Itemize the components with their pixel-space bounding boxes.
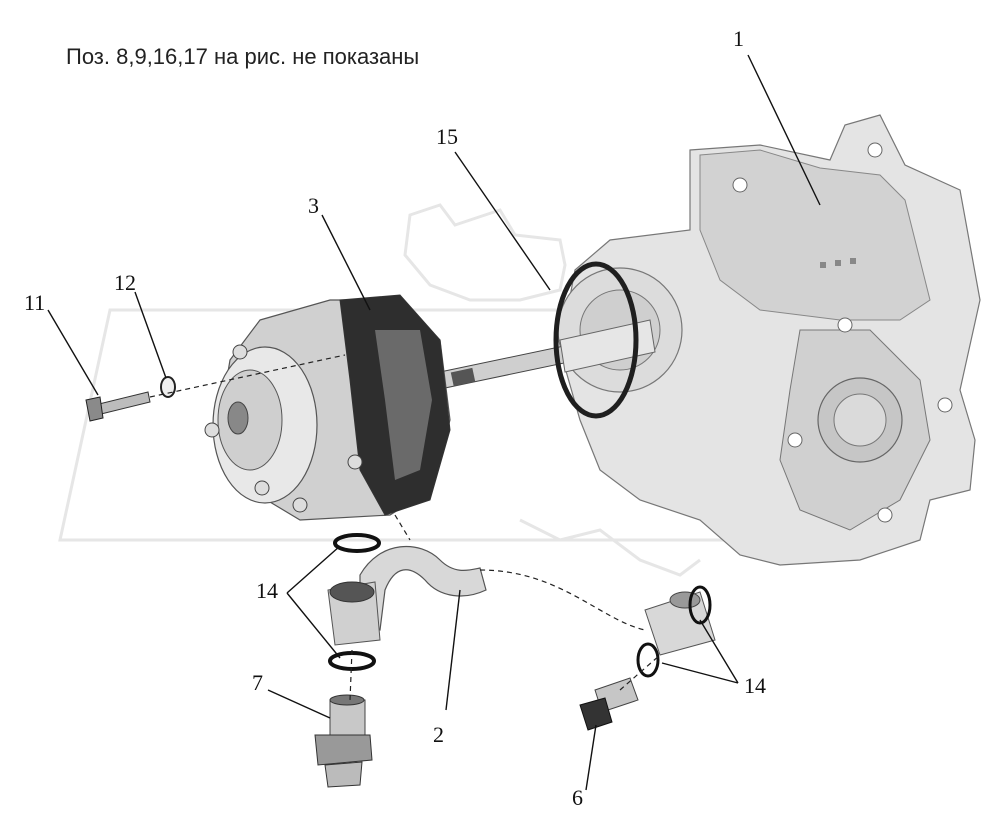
callout-3: 3	[308, 193, 319, 218]
callout-1: 1	[733, 26, 744, 51]
part-6-bolt	[579, 677, 639, 731]
callout-11: 11	[24, 290, 45, 315]
part-14-ring-right-b	[636, 642, 660, 678]
part-2-pipe	[327, 545, 487, 646]
callout-12: 12	[114, 270, 136, 295]
assembly-line-pipe	[479, 569, 646, 631]
callout-2: 2	[433, 722, 444, 747]
part-11-bolt	[85, 391, 151, 422]
part-14-ring-right-a	[688, 585, 712, 625]
assembly-line-bolt	[149, 354, 346, 398]
callout-15: 15	[436, 124, 458, 149]
assembly-line-fitting	[349, 649, 353, 701]
callout-7: 7	[252, 670, 263, 695]
part-15-oring	[553, 261, 639, 419]
callout-14-left: 14	[256, 578, 278, 603]
callout-6: 6	[572, 785, 583, 810]
assembly-line-pump	[394, 514, 411, 541]
part-7-fitting	[314, 694, 373, 788]
callout-14-right: 14	[744, 673, 766, 698]
part-3-pump	[204, 294, 451, 521]
leader-lines	[47, 54, 821, 791]
part-14-ring-upper	[333, 533, 381, 553]
note-text: Поз. 8,9,16,17 на рис. не показаны	[66, 44, 420, 69]
part-14-sleeve	[644, 591, 716, 656]
